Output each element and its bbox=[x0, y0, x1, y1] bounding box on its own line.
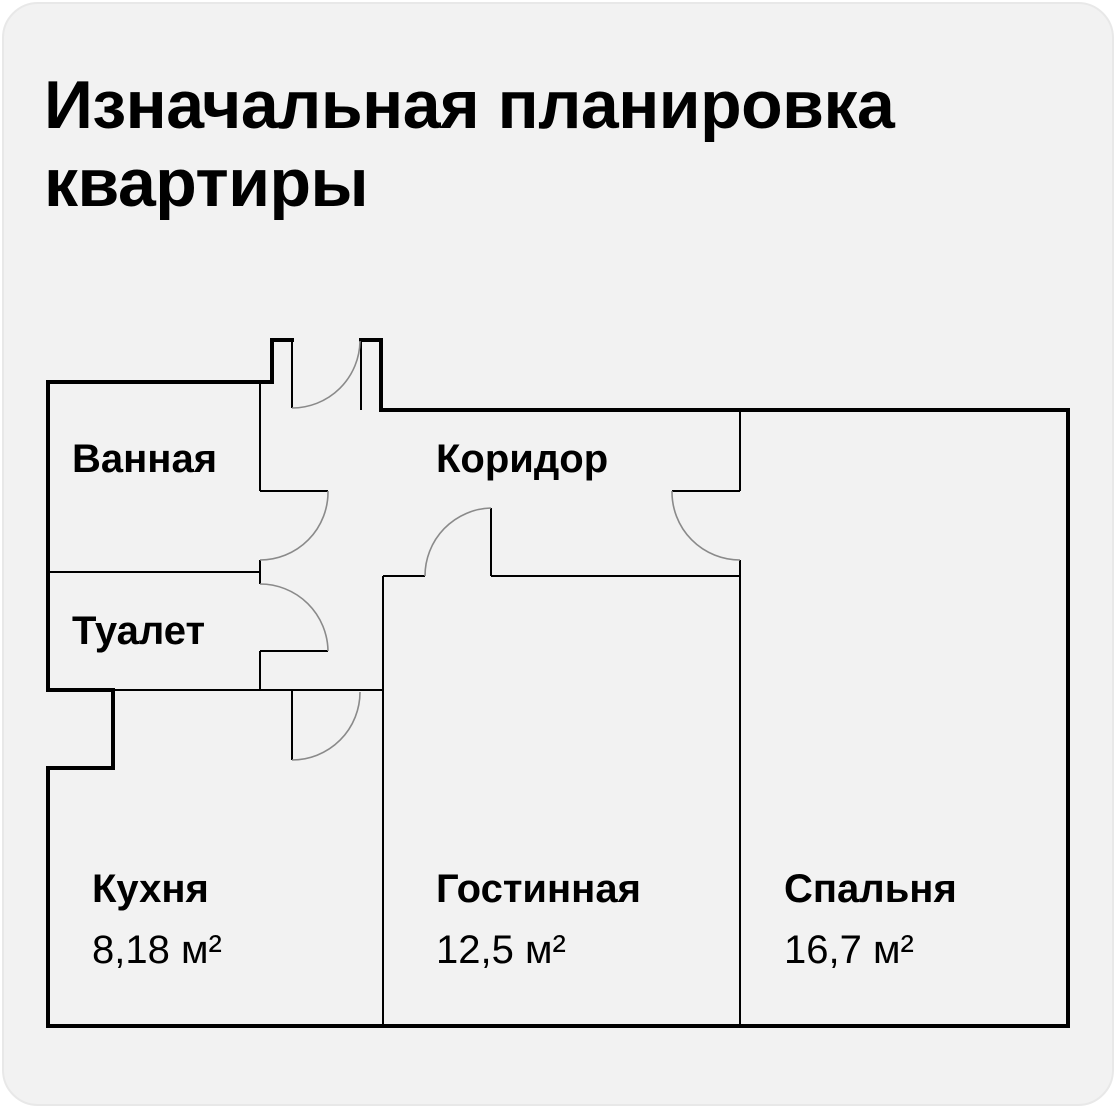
toilet-door-swing bbox=[259, 583, 329, 652]
entrance-door-swing bbox=[291, 340, 361, 409]
room-label-corridor: Коридор bbox=[436, 437, 608, 481]
room-label-toilet: Туалет bbox=[72, 609, 205, 653]
bathroom-door-swing bbox=[259, 490, 329, 561]
room-label-bedroom: Спальня bbox=[784, 867, 957, 911]
room-area-bedroom: 16,7 м² bbox=[784, 928, 914, 972]
room-labels: Ванная Коридор Туалет Кухня 8,18 м² Гост… bbox=[72, 437, 957, 972]
bedroom-door-swing bbox=[671, 490, 741, 561]
kitchen-door-swing bbox=[291, 691, 361, 761]
inner-walls bbox=[48, 340, 741, 1026]
page-title: Изначальная планировка квартиры bbox=[44, 67, 895, 221]
door-swings bbox=[259, 340, 741, 761]
room-label-bathroom: Ванная bbox=[72, 437, 217, 481]
room-area-kitchen: 8,18 м² bbox=[92, 928, 222, 972]
room-label-kitchen: Кухня bbox=[92, 867, 209, 911]
outer-walls bbox=[46, 338, 1070, 1028]
room-label-living: Гостинная bbox=[436, 867, 641, 911]
living-door-swing bbox=[424, 507, 492, 577]
room-area-living: 12,5 м² bbox=[436, 928, 566, 972]
outer-wall-left-upper bbox=[46, 338, 1070, 1028]
